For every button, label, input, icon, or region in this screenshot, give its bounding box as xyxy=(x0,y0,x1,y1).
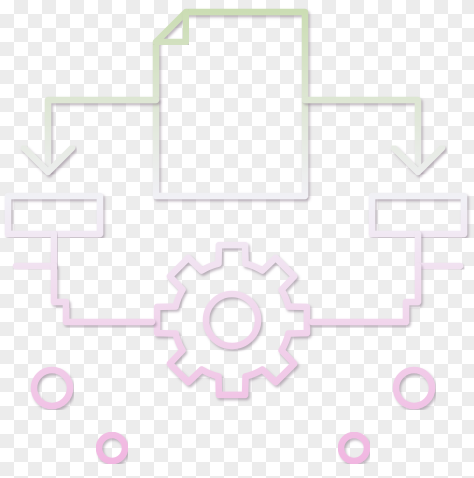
gear-icon xyxy=(153,241,311,399)
gear-hub xyxy=(202,290,262,350)
left-box xyxy=(4,192,104,238)
document-lines xyxy=(182,40,290,156)
right-box xyxy=(368,192,468,238)
left-branch xyxy=(20,96,160,176)
left-circuit xyxy=(12,230,156,465)
right-branch xyxy=(301,96,446,176)
right-arrow-down-icon xyxy=(390,144,446,176)
circuit-node xyxy=(337,431,371,465)
document-icon xyxy=(152,8,309,200)
left-arrow-down-icon xyxy=(20,144,76,176)
circuit-node xyxy=(392,366,436,410)
right-circuit xyxy=(308,230,464,465)
circuit-node xyxy=(30,366,74,410)
circuit-node xyxy=(95,431,129,465)
